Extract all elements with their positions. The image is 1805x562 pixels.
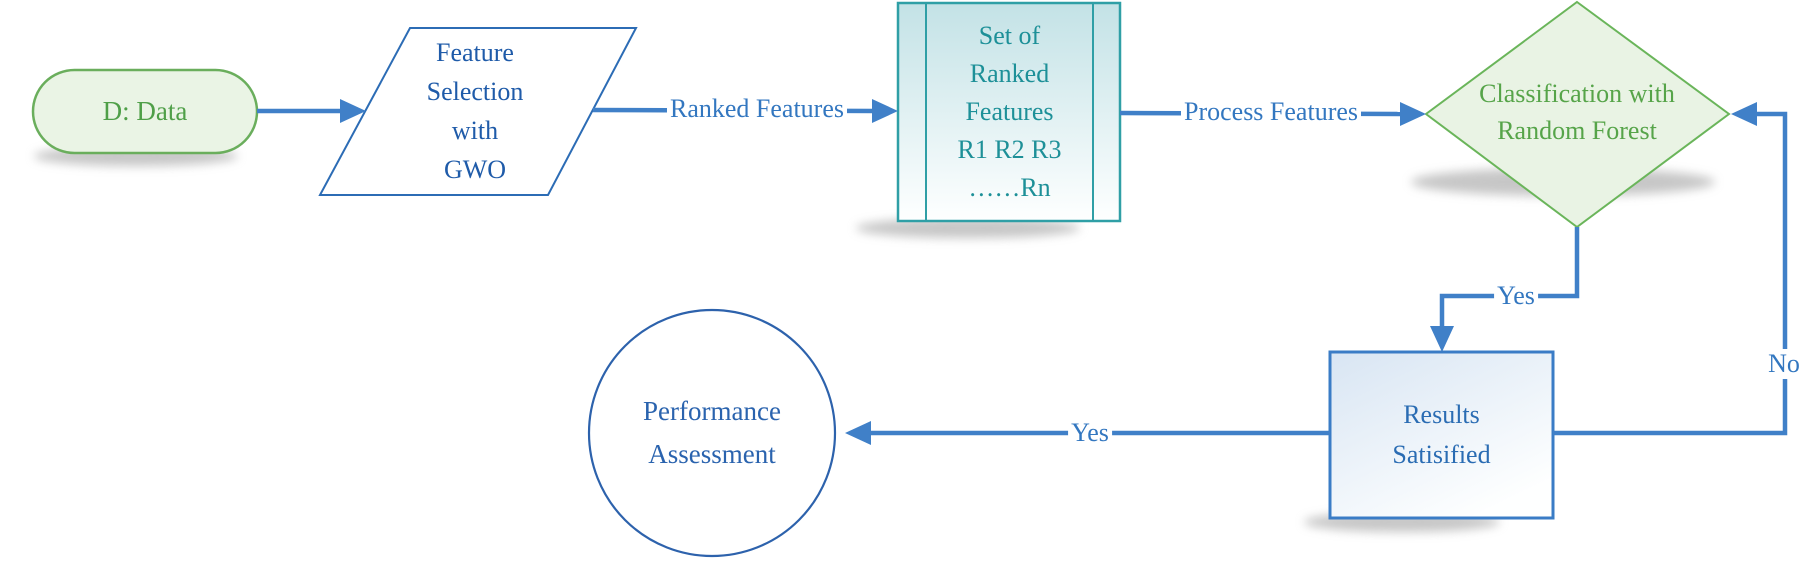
feature-selection-shape: [318, 27, 638, 196]
edge-ranked-features: [592, 107, 877, 114]
edge-no-feedback: [1553, 111, 1788, 436]
edge-yes-to-results: [1439, 227, 1580, 330]
arrowhead-into-ranked-set: [872, 99, 898, 123]
arrowhead-into-feature-selection: [340, 99, 366, 123]
data-node-shape: [31, 68, 259, 155]
arrowhead-into-classification: [1400, 102, 1426, 126]
arrowhead-no-into-classification: [1731, 102, 1757, 126]
arrowhead-into-performance: [845, 421, 871, 445]
arrowheads: [340, 99, 1757, 445]
classification-shape: [1424, 0, 1731, 229]
ranked-set-shadow: [856, 218, 1080, 238]
performance-shape: [587, 308, 837, 558]
edge-process-features: [1119, 110, 1405, 117]
results-shape: [1328, 350, 1555, 520]
ranked-set-shape: [896, 1, 1122, 223]
arrowhead-into-results: [1430, 326, 1454, 352]
